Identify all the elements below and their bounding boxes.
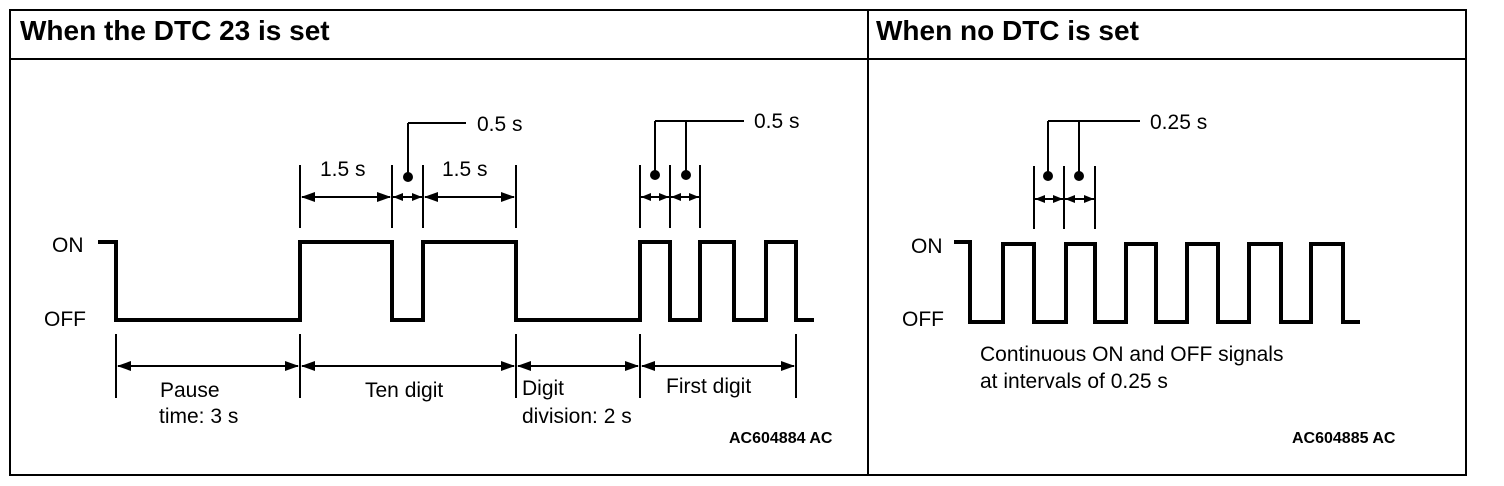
pause-label-line2: time: 3 s	[159, 405, 238, 428]
figure-code: AC604885 AC	[1292, 430, 1396, 447]
first-digit-label: First digit	[666, 375, 751, 398]
dim-arrow-digit-division	[517, 361, 639, 371]
panel-no-dtc: When no DTC is set ON OFF 0.25 s Continu…	[876, 15, 1396, 447]
pause-label-line1: Pause	[160, 379, 220, 402]
description-line1: Continuous ON and OFF signals	[980, 343, 1283, 366]
dim-arrow-0-5-right-a	[641, 193, 669, 201]
dim-arrow-first-digit	[641, 361, 795, 371]
on-label: ON	[52, 234, 84, 257]
panel-dtc-23: When the DTC 23 is set ON OFF 1.5 s	[20, 15, 833, 447]
leader-0-5-top	[403, 122, 466, 182]
panel-title: When the DTC 23 is set	[20, 15, 330, 46]
leader-0-25	[1043, 120, 1140, 181]
dim-label-0-5-top: 0.5 s	[477, 113, 523, 136]
figure-code: AC604884 AC	[729, 430, 833, 447]
dim-arrow-ten-digit	[301, 361, 515, 371]
dim-arrow-0-5-left	[393, 193, 422, 201]
dim-arrow-1-5-right	[424, 192, 515, 202]
description-line2: at intervals of 0.25 s	[980, 370, 1168, 393]
dim-label-1-5-right: 1.5 s	[442, 158, 488, 181]
dim-arrow-0-25-a	[1035, 195, 1063, 203]
off-label: OFF	[902, 308, 944, 331]
ten-digit-label: Ten digit	[365, 379, 443, 402]
on-label: ON	[911, 235, 943, 258]
leader-0-5-right	[650, 120, 744, 180]
dim-arrow-pause	[117, 361, 299, 371]
outer-frame	[9, 9, 1467, 476]
off-label: OFF	[44, 308, 86, 331]
dim-arrow-1-5-left	[301, 192, 391, 202]
signal-waveform	[98, 240, 814, 322]
dim-arrow-0-25-b	[1065, 195, 1094, 203]
dim-label-0-25: 0.25 s	[1150, 111, 1207, 134]
digit-division-line1: Digit	[522, 377, 564, 400]
digit-division-line2: division: 2 s	[522, 405, 632, 428]
dim-arrow-0-5-right-b	[671, 193, 699, 201]
signal-waveform	[954, 240, 1360, 324]
dim-label-1-5-left: 1.5 s	[320, 158, 366, 181]
dim-label-0-5-right: 0.5 s	[754, 110, 800, 133]
panel-title: When no DTC is set	[876, 15, 1139, 46]
